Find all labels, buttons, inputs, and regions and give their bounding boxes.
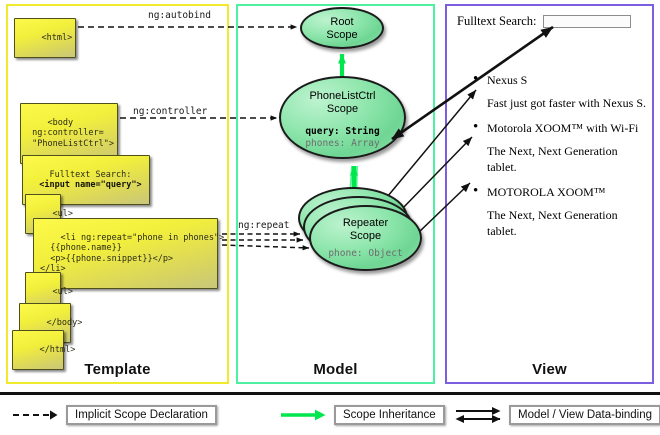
column-model-label: Model bbox=[313, 361, 358, 378]
legend-item-scope-inheritance: Scope Inheritance bbox=[280, 405, 445, 425]
phone-snippet: The Next, Next Generation tablet. bbox=[487, 208, 618, 238]
ellipse-repeater-scope: Repeater Scope phone: Object bbox=[309, 205, 422, 271]
legend: Implicit Scope Declaration Scope Inherit… bbox=[0, 392, 660, 435]
repeater-scope-prop-phone: phone: Object bbox=[328, 248, 403, 259]
code-line: Fulltext Search: bbox=[49, 169, 132, 180]
root-scope-title-2: Scope bbox=[326, 28, 358, 41]
code-line: </html> bbox=[39, 344, 76, 355]
code-box-html-open: <html> bbox=[14, 18, 76, 58]
code-line: </body> bbox=[46, 317, 83, 328]
legend-item-implicit-scope-declaration: Implicit Scope Declaration bbox=[12, 405, 217, 425]
phonelistctrl-title-2: Scope bbox=[326, 102, 359, 115]
column-view-label: View bbox=[532, 361, 567, 378]
view-phone-list: Nexus S Fast just got faster with Nexus … bbox=[459, 71, 649, 248]
view-fulltext-row: Fulltext Search: bbox=[457, 14, 631, 29]
phone-name: Motorola XOOM™ with Wi-Fi bbox=[459, 119, 649, 136]
connector-label-autobind: ng:autobind bbox=[148, 10, 211, 21]
code-line: <body bbox=[47, 117, 74, 128]
list-item: Motorola XOOM™ with Wi-Fi The Next, Next… bbox=[459, 119, 649, 175]
phone-snippet: The Next, Next Generation tablet. bbox=[487, 144, 618, 174]
list-item: MOTOROLA XOOM™ The Next, Next Generation… bbox=[459, 183, 649, 239]
legend-label: Model / View Data-binding bbox=[509, 405, 660, 425]
code-line: <p>{{phone.snippet}}</p> bbox=[40, 253, 174, 264]
ellipse-root-scope: Root Scope bbox=[300, 7, 384, 49]
phonelistctrl-title-1: PhoneListCtrl bbox=[309, 90, 376, 102]
connector-label-controller: ng:controller bbox=[133, 106, 208, 117]
column-template-label: Template bbox=[84, 361, 151, 378]
root-scope-title-1: Root bbox=[330, 16, 354, 28]
code-line-input: <input name="query"> bbox=[29, 180, 142, 190]
code-line: <html> bbox=[41, 32, 73, 43]
phonelistctrl-prop-query: query: String bbox=[305, 126, 380, 137]
legend-label: Implicit Scope Declaration bbox=[66, 405, 217, 425]
phone-name: Nexus S bbox=[459, 71, 649, 88]
legend-label: Scope Inheritance bbox=[334, 405, 445, 425]
code-line: </li> bbox=[40, 264, 66, 274]
ellipse-phonelistctrl-scope: PhoneListCtrl Scope query: String phones… bbox=[279, 76, 406, 159]
fulltext-search-input[interactable] bbox=[542, 15, 631, 28]
fulltext-search-label: Fulltext Search: bbox=[457, 14, 537, 28]
legend-item-model-view-data-binding: Model / View Data-binding bbox=[455, 405, 660, 425]
repeater-scope-title-1: Repeater bbox=[342, 217, 389, 229]
code-line: "PhoneListCtrl"> bbox=[27, 138, 114, 149]
code-box-li-repeat: <li ng:repeat="phone in phones"> {{phone… bbox=[33, 218, 224, 289]
phone-snippet: Fast just got faster with Nexus S. bbox=[487, 96, 646, 110]
code-line: {{phone.name}} bbox=[40, 243, 122, 253]
legend-dashed-arrow-icon bbox=[13, 410, 58, 420]
connector-label-repeat: ng:repeat bbox=[238, 220, 290, 231]
phone-name: MOTOROLA XOOM™ bbox=[459, 183, 649, 200]
phonelistctrl-prop-phones: phones: Array bbox=[305, 137, 380, 149]
code-line: <li ng:repeat="phone in phones"> bbox=[60, 232, 225, 243]
code-line: <ul> bbox=[52, 208, 73, 219]
list-item: Nexus S Fast just got faster with Nexus … bbox=[459, 71, 649, 111]
repeater-scope-title-2: Scope bbox=[349, 229, 382, 242]
code-box-html-close: </html> bbox=[12, 330, 75, 370]
legend-double-arrow-icon bbox=[455, 407, 501, 423]
code-line: <ul> bbox=[52, 286, 73, 297]
code-line: ng:controller= bbox=[27, 128, 104, 138]
legend-green-arrow-icon bbox=[281, 409, 326, 421]
